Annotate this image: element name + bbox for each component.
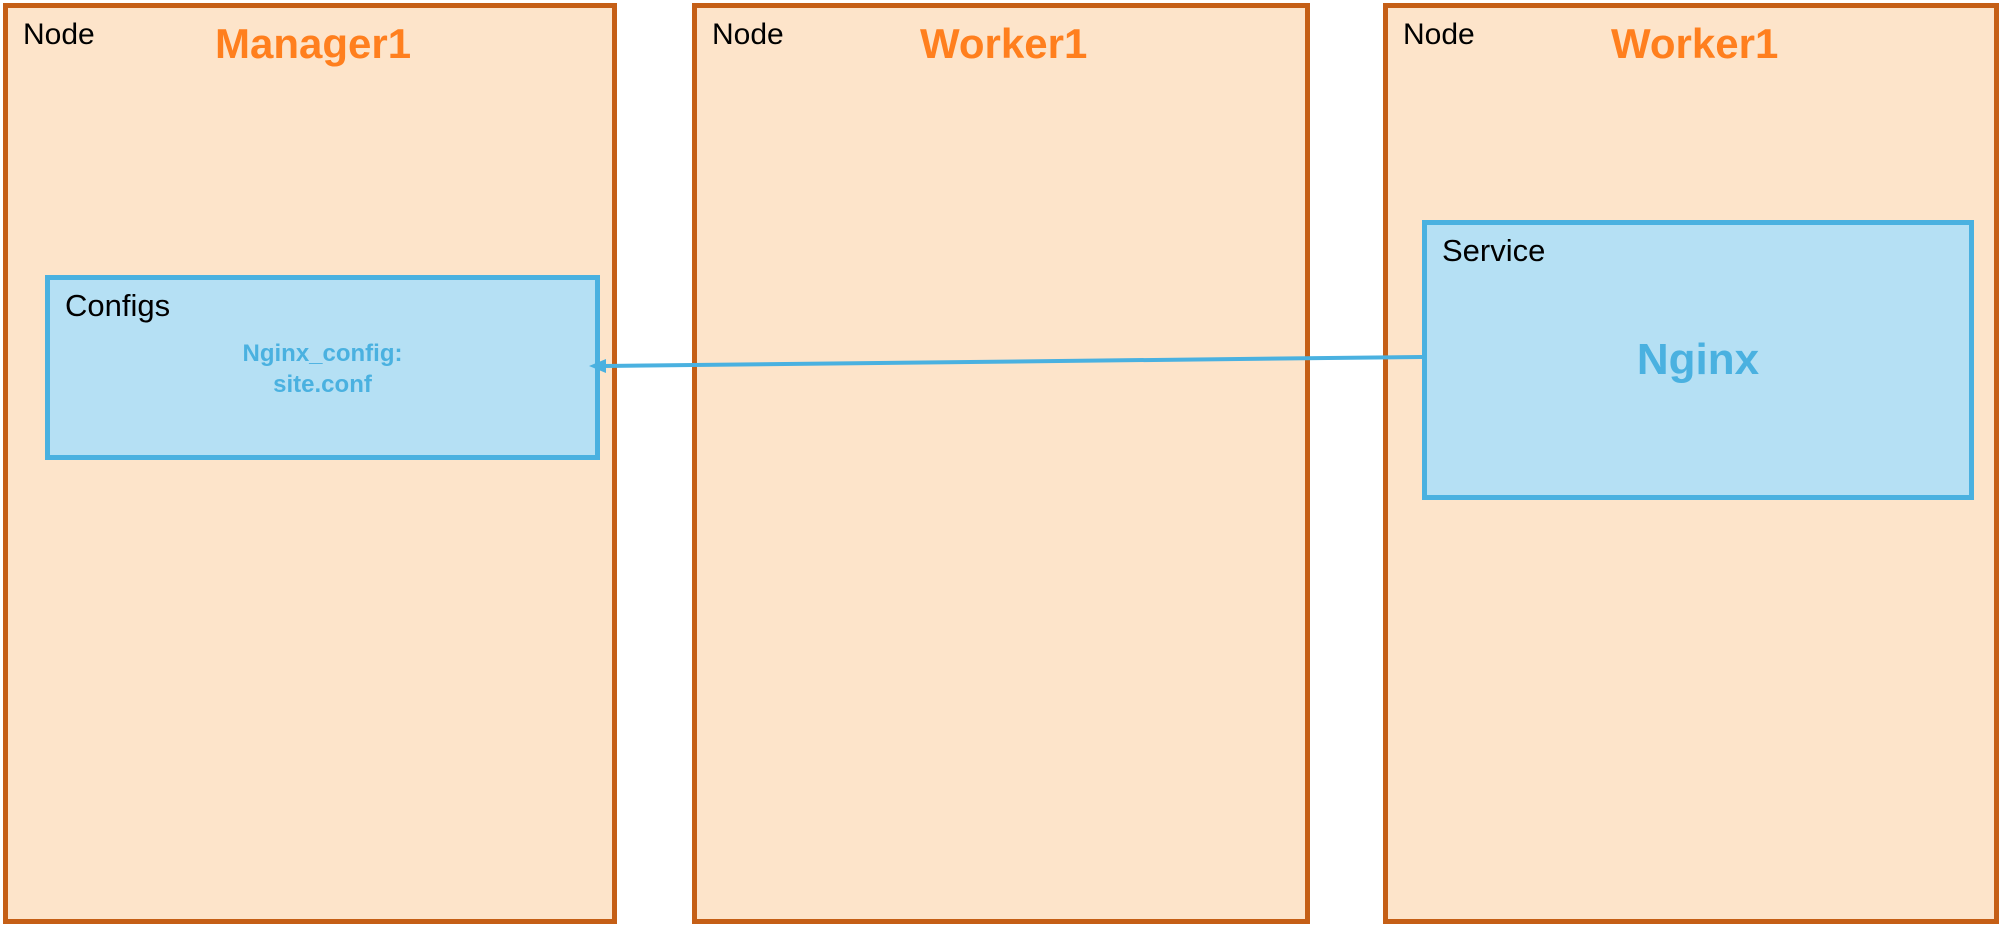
configs-label: Configs (65, 288, 171, 323)
node-label: Node (1403, 18, 1475, 51)
config-file: site.conf (273, 371, 372, 398)
configs-box: Configs Nginx_config: site.conf (45, 275, 600, 460)
service-name: Nginx (1636, 335, 1760, 384)
node-worker1-a: Node Worker1 (692, 3, 1310, 924)
node-label: Node (23, 18, 95, 51)
node-title: Manager1 (215, 20, 412, 67)
node-label: Node (712, 18, 784, 51)
config-name: Nginx_config: (242, 340, 403, 367)
service-box: Service Nginx (1422, 220, 1974, 500)
node-worker1-b: Node Worker1 Service Nginx (1383, 3, 1999, 924)
node-title: Worker1 (920, 20, 1088, 67)
config-entry: Nginx_config: site.conf (50, 338, 595, 400)
node-manager1: Node Manager1 Configs Nginx_config: site… (3, 3, 617, 924)
service-label: Service (1442, 233, 1546, 268)
node-title: Worker1 (1611, 20, 1779, 67)
